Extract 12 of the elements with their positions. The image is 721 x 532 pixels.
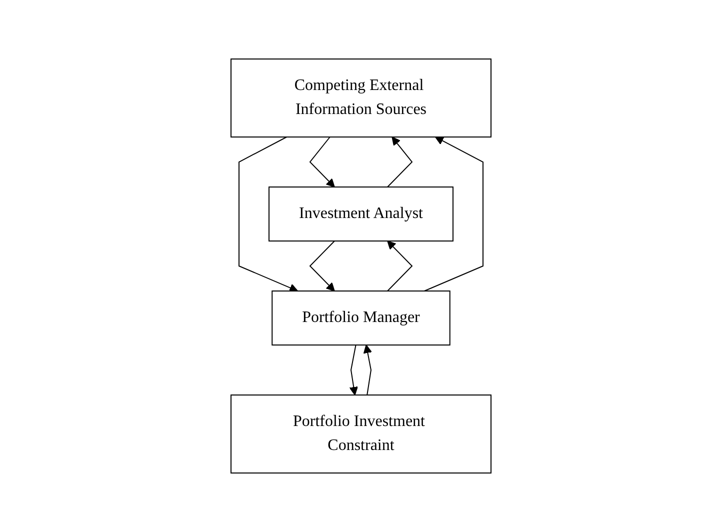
arrow: [386, 136, 412, 188]
node-box: Portfolio Manager: [271, 290, 450, 346]
arrow: [348, 344, 358, 396]
arrow: [308, 240, 335, 292]
arrow: [423, 136, 483, 292]
node-box: Investment Analyst: [268, 186, 453, 242]
arrow: [362, 344, 372, 396]
node-box: Portfolio Investment Constraint: [230, 394, 491, 474]
arrow: [238, 136, 298, 292]
arrow: [308, 136, 334, 188]
arrow: [386, 240, 412, 292]
node-box: Competing External Information Sources: [230, 58, 491, 138]
